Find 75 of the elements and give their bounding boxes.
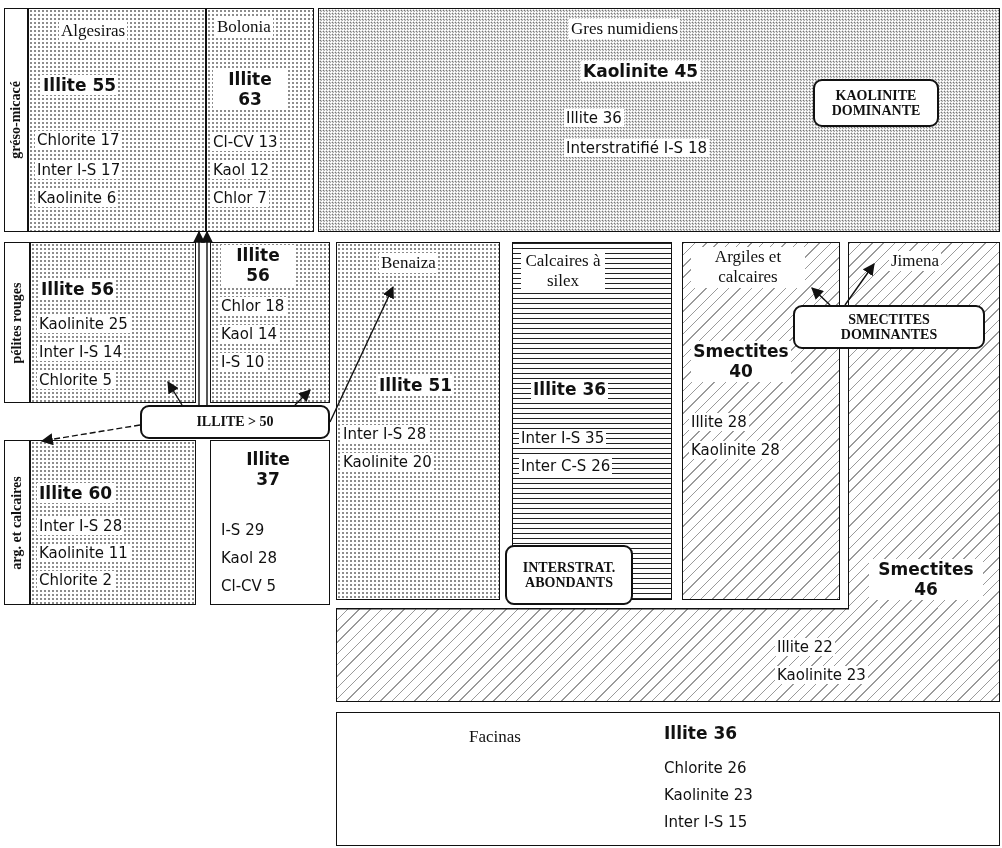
unit-label-box: [4, 242, 30, 403]
sample-box: [30, 242, 196, 403]
mineral-value: Smectites 40: [691, 341, 791, 382]
site-name: Benaiza: [379, 253, 438, 274]
arrow: [193, 230, 205, 406]
mineral-value: Inter I-S 28: [37, 517, 125, 535]
sample-box: [512, 242, 672, 600]
mineral-value: Illite 51: [377, 375, 455, 396]
mineral-value: Chlorite 2: [37, 571, 115, 589]
site-name: Jimena: [889, 251, 942, 272]
sample-box: [336, 608, 1000, 702]
mineral-value: Illite 56: [221, 245, 295, 286]
sample-box: [28, 8, 206, 232]
mineral-value: Illite 63: [213, 69, 287, 110]
unit-label-box: [4, 8, 28, 232]
sample-box: [206, 8, 314, 232]
arrow: [811, 287, 831, 306]
site-name: Argiles et calcaires: [691, 247, 805, 288]
mineral-value: I-S 10: [219, 353, 267, 371]
mineral-value: Inter I-S 35: [519, 429, 607, 447]
unit-label: arg. et calcaires: [8, 473, 26, 572]
arrow: [844, 263, 875, 306]
mineral-value: Kaol 14: [219, 325, 279, 343]
sample-box: [30, 440, 196, 605]
callout-text: KAOLINITE DOMINANTE: [830, 87, 922, 119]
site-name: Gres numidiens: [569, 19, 681, 40]
arrow: [167, 380, 183, 406]
mineral-value: Illite 36: [531, 379, 609, 400]
sample-box: [336, 712, 1000, 846]
mineral-value: Kaolinite 20: [341, 453, 434, 471]
mineral-value: Inter I-S 14: [37, 343, 125, 361]
sample-box: [682, 242, 840, 600]
mineral-value: Chlorite 5: [37, 371, 115, 389]
mineral-value: Chlor 18: [219, 297, 287, 315]
mineral-value: Illite 56: [39, 279, 117, 300]
callout-box: [505, 545, 633, 605]
arrow: [294, 389, 311, 406]
callout-box: [793, 305, 985, 349]
mineral-value: Chlorite 17: [35, 131, 122, 149]
mineral-value: Kaolinite 23: [775, 666, 868, 684]
callout-text: SMECTITES DOMINANTES: [839, 311, 939, 343]
mineral-value: Cl-CV 13: [211, 133, 280, 151]
arrow: [201, 230, 213, 406]
mineral-value: Kaol 12: [211, 161, 271, 179]
site-name: Calcaires à silex: [521, 251, 605, 292]
mineral-value: Inter I-S 28: [341, 425, 429, 443]
callout-box: [140, 405, 330, 439]
mineral-value: Chlor 7: [211, 189, 269, 207]
mineral-value: Illite 28: [689, 413, 749, 431]
mineral-value: Interstratifié I-S 18: [564, 139, 709, 157]
mineral-value: Kaolinite 25: [37, 315, 130, 333]
mineral-value: Illite 22: [775, 638, 835, 656]
callout-box: [813, 79, 939, 127]
unit-label: pélites rouges: [8, 280, 26, 365]
callout-text: INTERSTRAT. ABONDANTS: [521, 559, 617, 591]
mineral-value: Smectites 46: [869, 559, 983, 600]
mineral-value: Kaolinite 11: [37, 544, 130, 562]
unit-label: gréso-micacé: [7, 79, 25, 161]
callout-text: ILLITE > 50: [195, 414, 275, 430]
mineral-value: Kaolinite 6: [35, 189, 119, 207]
mineral-value: Illite 36: [564, 109, 624, 127]
sample-box: [210, 440, 330, 605]
mineral-value: Illite 60: [37, 483, 115, 504]
unit-label-box: [4, 440, 30, 605]
site-name: Bolonia: [215, 17, 273, 38]
sample-box: [336, 242, 500, 600]
sample-box: [318, 8, 1000, 232]
site-name: Algesiras: [59, 21, 128, 42]
mineral-value: Kaolinite 45: [581, 61, 701, 82]
sample-box: [210, 242, 330, 403]
arrow: [40, 424, 141, 446]
mineral-value: Inter I-S 17: [35, 161, 123, 179]
mineral-value: Kaolinite 28: [689, 441, 782, 459]
mineral-value: Inter C-S 26: [519, 457, 613, 475]
mineral-value: Illite 55: [41, 75, 119, 96]
